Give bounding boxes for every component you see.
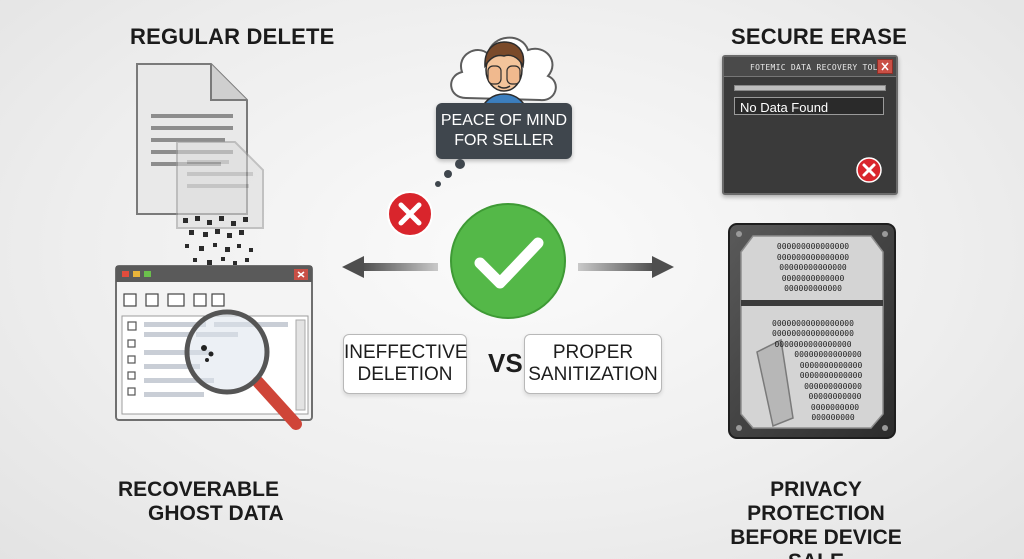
- secure-erase-heading: SECURE ERASE: [731, 24, 907, 49]
- caption-line: GHOST DATA: [148, 502, 284, 525]
- recovery-tool-window: FOTEMIC DATA RECOVERY TOLL No Data Found: [722, 55, 898, 195]
- binary-row: 000000000000: [804, 381, 862, 391]
- bubble-line: FOR SELLER: [454, 132, 554, 149]
- binary-row: 000000000000000: [776, 252, 850, 262]
- magnifier-icon: [184, 309, 302, 430]
- error-x-icon: [856, 157, 882, 183]
- peace-of-mind-bubble: PEACE OF MIND FOR SELLER: [436, 103, 572, 159]
- binary-row: 00000000000000: [779, 263, 847, 272]
- pill-line: SANITIZATION: [528, 364, 658, 385]
- recovery-window-title: FOTEMIC DATA RECOVERY TOLL: [750, 63, 884, 72]
- ghost-document-icon: [176, 141, 264, 229]
- bubble-line: PEACE OF MIND: [440, 112, 568, 129]
- result-field: No Data Found: [734, 97, 884, 115]
- hard-drive-body: [728, 223, 896, 439]
- recovery-titlebar: FOTEMIC DATA RECOVERY TOLL: [724, 57, 896, 77]
- recoverable-caption: RECOVERABLE GHOST DATA: [118, 478, 284, 526]
- vs-label: VS: [488, 348, 523, 378]
- binary-row: 0000000000000: [799, 371, 863, 380]
- close-dot-icon: [122, 271, 129, 277]
- no-data-found-text: No Data Found: [740, 100, 829, 115]
- ineffective-deletion-label: INEFFECTIVE DELETION: [343, 334, 468, 394]
- caption-line: BEFORE DEVICE SALE: [730, 526, 902, 559]
- caption-line: PRIVACY PROTECTION: [747, 478, 885, 525]
- proper-sanitization-label: PROPER SANITIZATION: [524, 334, 662, 394]
- binary-data-block: 000000000000000 000000000000000 00000000…: [751, 242, 875, 424]
- progress-bar: [734, 85, 886, 91]
- green-check-icon: [450, 203, 566, 319]
- binary-row: 00000000000000: [794, 350, 862, 359]
- deleted-documents-illustration: [136, 63, 264, 291]
- privacy-protection-caption: PRIVACY PROTECTION BEFORE DEVICE SALE: [708, 478, 924, 559]
- maximize-dot-icon: [144, 271, 151, 277]
- binary-row: 000000000: [811, 413, 855, 422]
- pill-line: PROPER: [552, 342, 634, 363]
- file-browser-window: [115, 265, 313, 430]
- red-x-icon: [387, 191, 433, 237]
- binary-row: 000000000000: [784, 284, 842, 293]
- arrow-right-icon: [578, 256, 674, 278]
- minimize-dot-icon: [133, 271, 140, 277]
- arrow-left-icon: [342, 256, 438, 278]
- pill-line: DELETION: [357, 364, 453, 385]
- window-close-button[interactable]: [877, 59, 893, 74]
- bubble-tail-dots: [435, 159, 465, 187]
- caption-line: RECOVERABLE: [118, 478, 280, 501]
- binary-row: 00000000000000000: [772, 329, 854, 338]
- binary-row: 00000000000: [808, 392, 862, 401]
- hard-drive-illustration: 000000000000000 000000000000000 00000000…: [727, 222, 897, 440]
- binary-row: 0000000000000: [781, 273, 845, 283]
- pill-line: INEFFECTIVE: [344, 342, 468, 363]
- binary-row: 0000000000000000: [774, 339, 852, 349]
- regular-delete-heading: REGULAR DELETE: [130, 24, 335, 49]
- binary-row: 00000000000000000: [772, 318, 854, 328]
- binary-row: 0000000000000: [799, 360, 863, 370]
- binary-row: 0000000000: [810, 402, 860, 412]
- binary-row: 000000000000000: [776, 242, 850, 251]
- actuator-arm-icon: [756, 338, 794, 428]
- close-icon: [881, 62, 889, 71]
